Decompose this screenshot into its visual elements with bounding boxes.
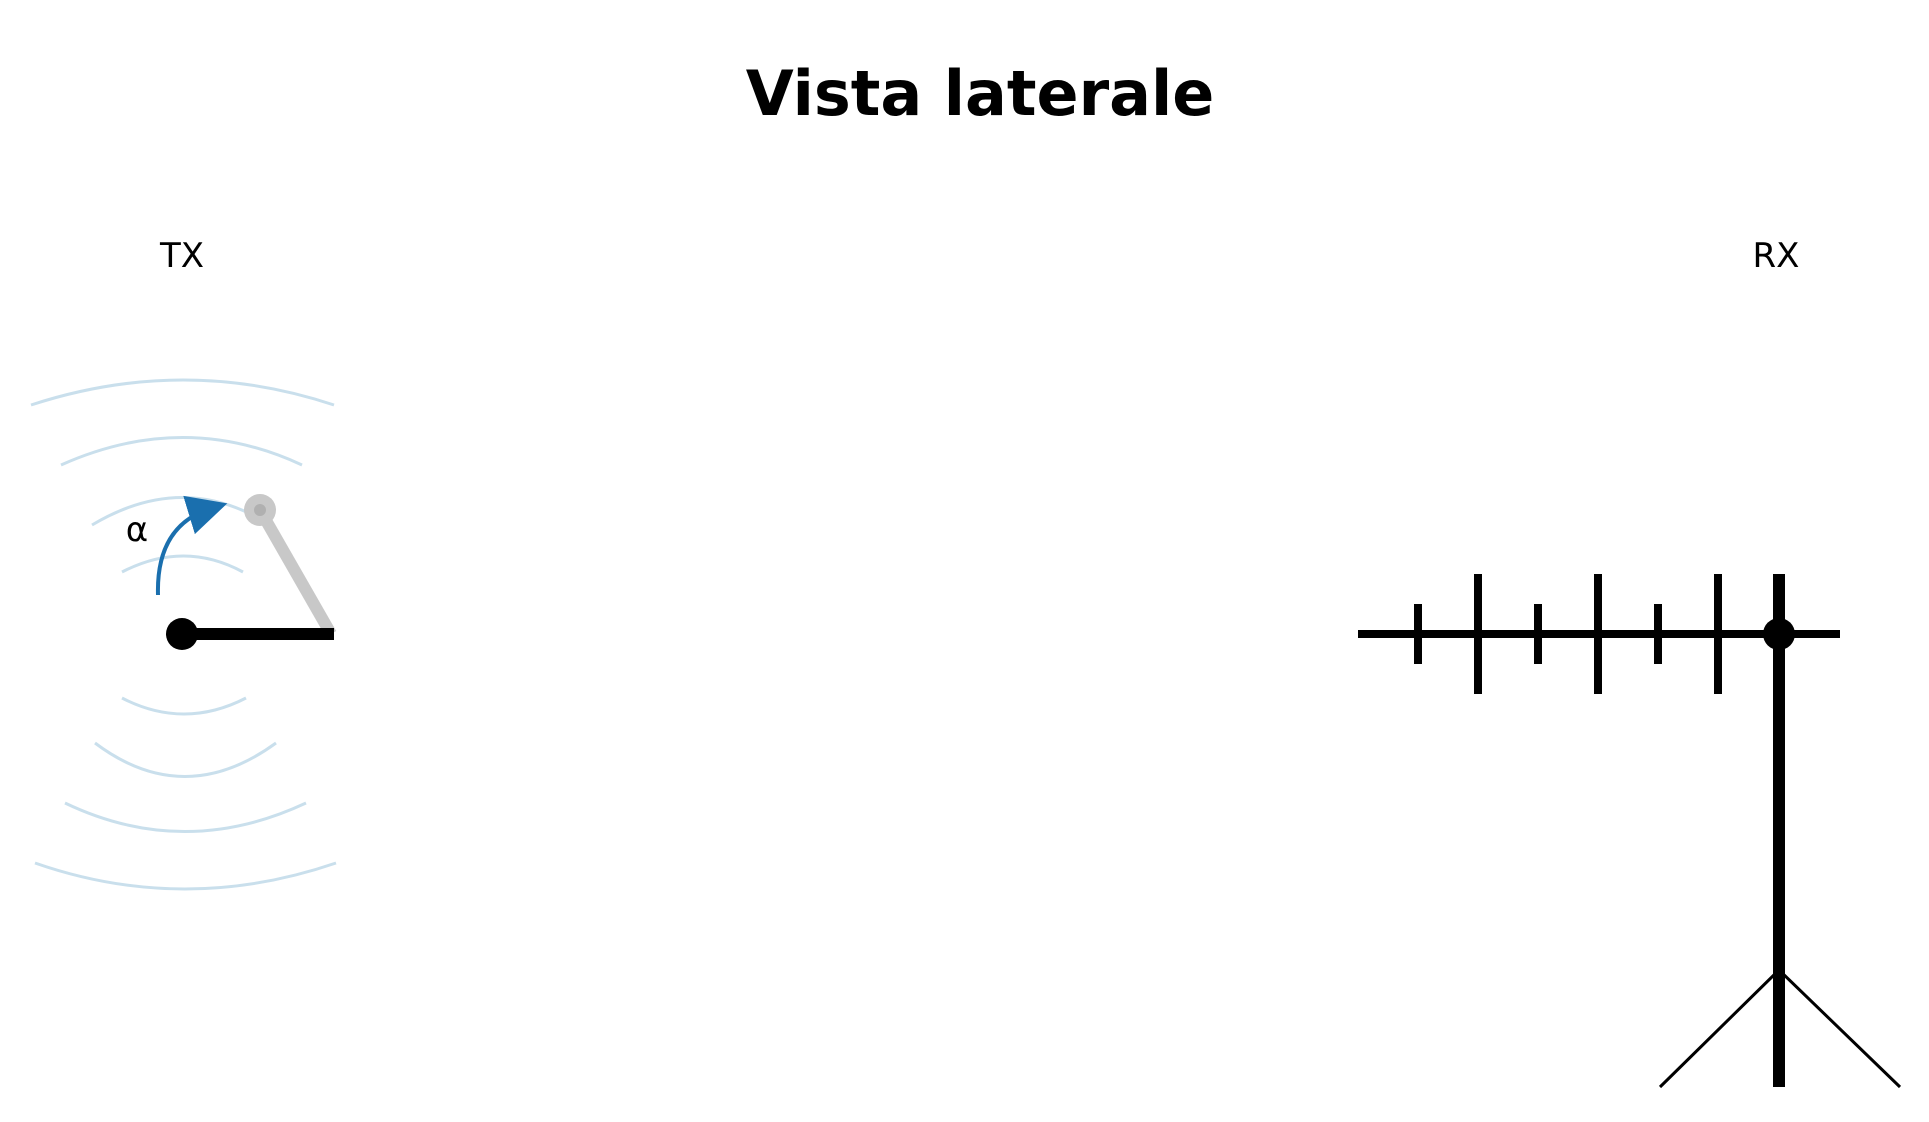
rx-mount-point <box>1763 618 1795 650</box>
wave-arc <box>121 554 244 574</box>
rotated-dipole-ghost <box>244 494 337 637</box>
tx-label: TX <box>159 236 204 276</box>
diagram-title: Vista laterale <box>746 57 1215 130</box>
wave-arc <box>91 496 271 527</box>
wave-arc <box>121 696 247 716</box>
rx-label: RX <box>1753 236 1800 276</box>
wave-arc <box>64 801 307 833</box>
rx-tripod-leg-left <box>1658 968 1781 1089</box>
wave-arc <box>94 741 277 778</box>
tx-antenna <box>166 618 334 650</box>
rotation-arrow <box>155 495 228 596</box>
wave-arc <box>34 861 337 891</box>
rx-yagi-antenna <box>1358 574 1902 1089</box>
rx-tripod-leg-right <box>1777 968 1902 1089</box>
radiation-waves <box>30 378 337 891</box>
angle-alpha-label: α <box>126 510 148 550</box>
tx-pivot-point <box>166 618 198 650</box>
wave-arc <box>60 436 303 467</box>
wave-arc <box>30 378 335 407</box>
